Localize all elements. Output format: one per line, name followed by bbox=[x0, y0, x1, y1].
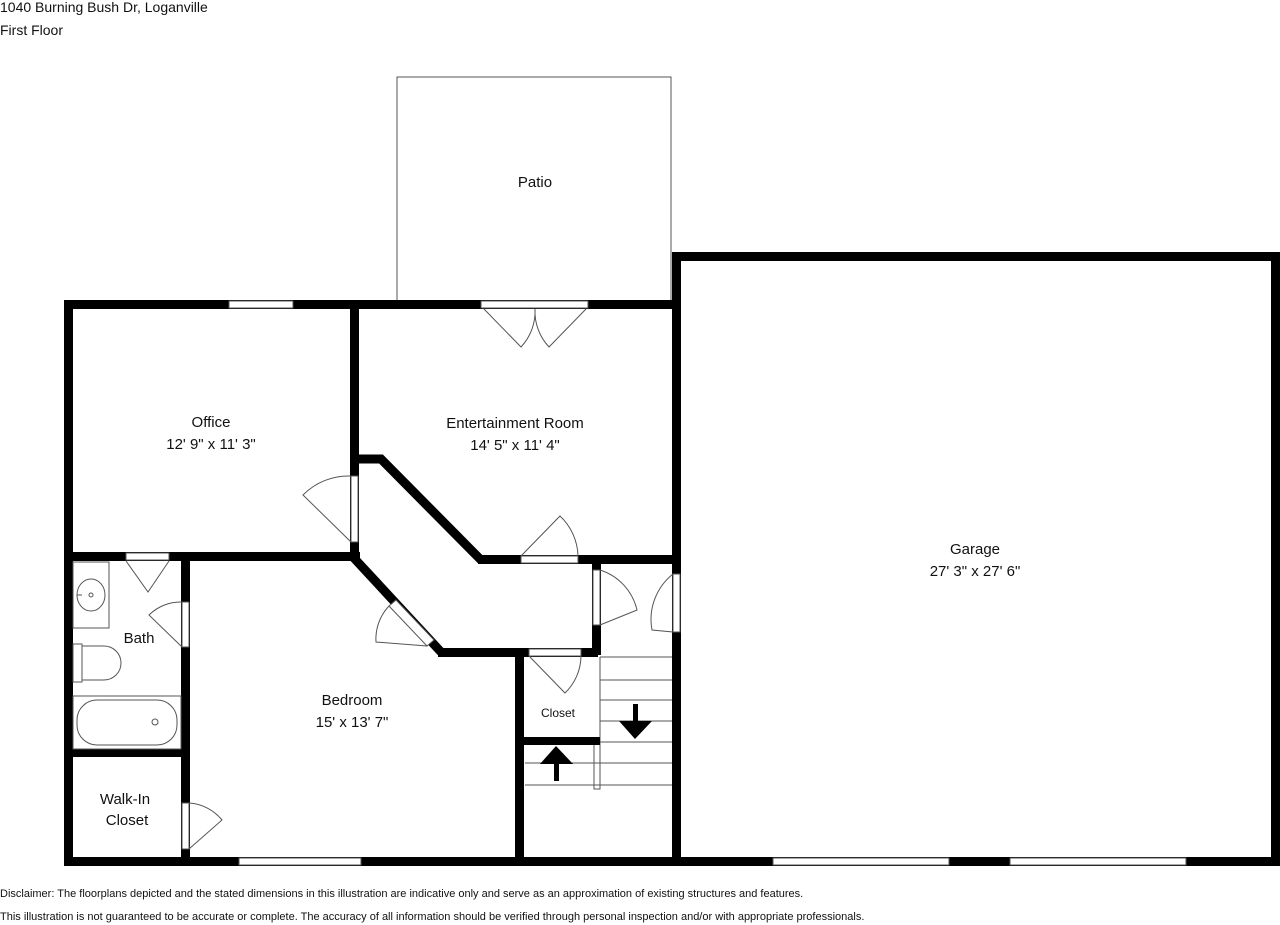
walkin-label-line2: Closet bbox=[106, 812, 149, 829]
floor-label: First Floor bbox=[0, 22, 63, 38]
garage-label: Garage bbox=[950, 541, 1000, 558]
toilet-icon bbox=[81, 645, 122, 681]
walkin-label-line1: Walk-In bbox=[100, 791, 150, 808]
walls bbox=[64, 252, 1280, 866]
sink-counter bbox=[72, 561, 110, 629]
arrow-up-icon bbox=[540, 746, 573, 781]
office-dims: 12' 9" x 11' 3" bbox=[166, 436, 256, 453]
windows bbox=[228, 300, 1187, 866]
bedroom-label: Bedroom bbox=[322, 692, 383, 709]
address-title: 1040 Burning Bush Dr, Loganville bbox=[0, 0, 208, 15]
room-labels: Patio Office 12' 9" x 11' 3" Entertainme… bbox=[100, 174, 1020, 829]
disclaimer-line-1: Disclaimer: The floorplans depicted and … bbox=[0, 888, 804, 900]
disclaimer-line-2: This illustration is not guaranteed to b… bbox=[0, 911, 865, 923]
entertainment-dims: 14' 5" x 11' 4" bbox=[470, 437, 560, 454]
bedroom-dims: 15' x 13' 7" bbox=[316, 714, 389, 731]
garage-dims: 27' 3" x 27' 6" bbox=[930, 563, 1021, 580]
office-label: Office bbox=[192, 414, 231, 431]
patio-label: Patio bbox=[518, 174, 552, 191]
doors bbox=[125, 300, 681, 850]
bathtub-outline bbox=[72, 695, 182, 750]
stair-arrows bbox=[540, 704, 652, 781]
closet-label: Closet bbox=[541, 706, 576, 720]
toilet-tank bbox=[72, 643, 83, 683]
stair-treads bbox=[525, 656, 673, 790]
bath-label: Bath bbox=[124, 630, 155, 647]
bath-fixtures bbox=[72, 561, 182, 750]
entertainment-label: Entertainment Room bbox=[446, 415, 584, 432]
bathtub-icon bbox=[76, 699, 178, 746]
arrow-down-icon bbox=[619, 704, 652, 739]
